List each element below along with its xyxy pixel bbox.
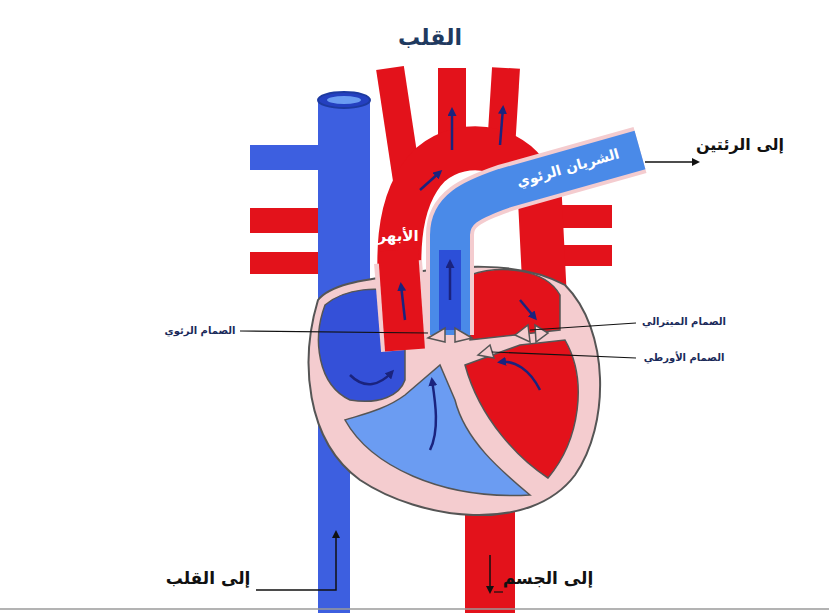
valve-label: الصمام الرئوي <box>165 325 236 337</box>
vessel-label: الأبهر <box>377 227 418 245</box>
diagram-title: القلب <box>398 25 462 51</box>
valve-label: الصمام الأورطي <box>644 352 725 364</box>
valve-label: الصمام الميترالي <box>642 316 726 328</box>
destination-label: إلى الجسم <box>503 568 593 588</box>
destination-label: إلى الرئتين <box>696 135 784 154</box>
destination-label: إلى القلب <box>166 568 251 588</box>
